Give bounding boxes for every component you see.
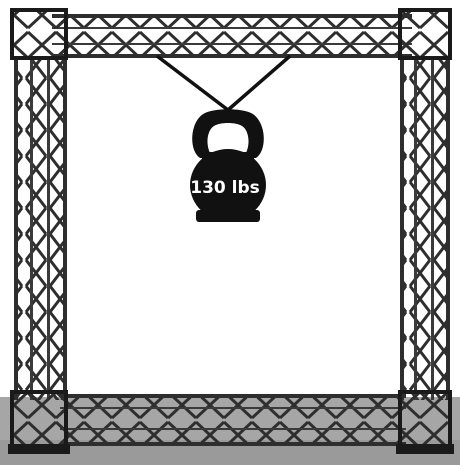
right-truss-column [400,56,450,400]
base-plate-left [8,444,70,454]
corner-block-top-left [12,10,66,58]
base-plate-right [396,444,454,454]
corner-block-bottom-left [12,392,66,446]
corner-block-top-right [400,10,450,58]
left-truss-column [14,56,67,400]
top-truss-beam [52,14,412,58]
weight-label: 130 lbs [190,178,260,198]
bottom-truss-beam [60,394,406,446]
suspension-rope [157,56,290,110]
kettlebell-icon [190,109,266,222]
corner-block-bottom-right [400,392,450,446]
